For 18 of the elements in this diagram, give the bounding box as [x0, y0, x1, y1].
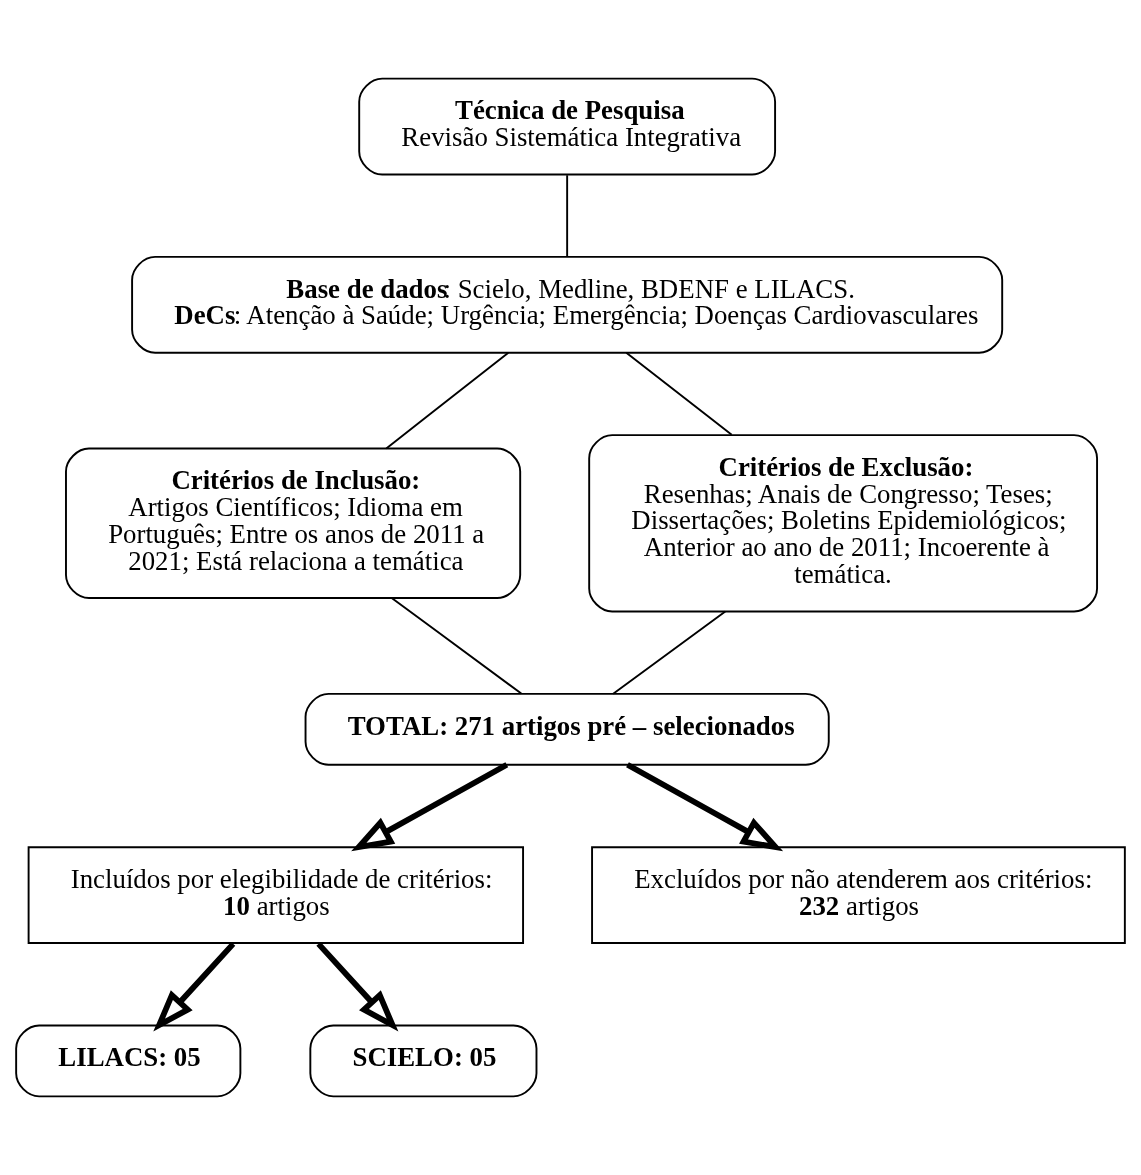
node-box: Técnica de Pesquisa Revisão Sistemática Integrativa	[358, 77, 777, 176]
arrow	[316, 941, 399, 1032]
connector	[566, 174, 569, 258]
connector	[391, 597, 523, 695]
node-box: TOTAL: 271 artigos pré – selecionados	[304, 692, 830, 766]
arrow	[351, 762, 509, 852]
node-box: LILACS: 05	[15, 1024, 242, 1098]
arrow	[153, 941, 236, 1032]
node-box: Excluídos por não atenderem aos critérios: 232 artigos	[591, 846, 1126, 944]
arrow	[626, 762, 784, 852]
node-box: Critérios de Exclusão: Resenhas; Anais de Congresso; Teses; Dissertações; Boletins Epidemiológicos; Anterior ao ano de 2011; Incoerente à temática.	[588, 434, 1098, 613]
node-box: Base de dados: Scielo, Medline, BDENF e LILACS. DeCs: Atenção à Saúde; Urgência; Emergência; Doenças Cardiovasculares	[131, 255, 1004, 354]
connector	[612, 610, 727, 695]
node-box: Critérios de Inclusão: Artigos Científicos; Idioma em Português; Entre os anos de 2011 a 2021; Está relaciona a temática	[65, 447, 522, 599]
connector	[625, 351, 733, 436]
node-box: Incluídos por elegibilidade de critérios: 10 artigos	[27, 846, 525, 944]
connector	[385, 351, 510, 450]
node-box: SCIELO: 05	[309, 1024, 538, 1098]
